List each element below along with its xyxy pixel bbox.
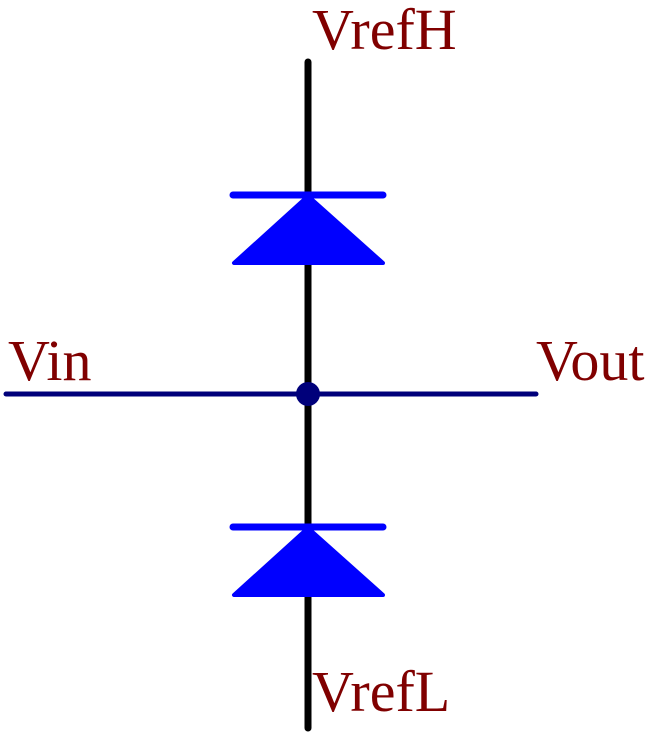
upper-diode-triangle (232, 194, 385, 265)
junction-node-dot (296, 382, 320, 406)
label-vrefh: VrefH (312, 0, 457, 62)
upper-diode-symbol (229, 191, 387, 265)
label-vin: Vin (8, 328, 92, 393)
lower-diode-symbol (229, 523, 387, 597)
label-vout: Vout (536, 328, 645, 393)
lower-diode-triangle (232, 526, 385, 597)
label-vrefl: VrefL (312, 659, 450, 724)
